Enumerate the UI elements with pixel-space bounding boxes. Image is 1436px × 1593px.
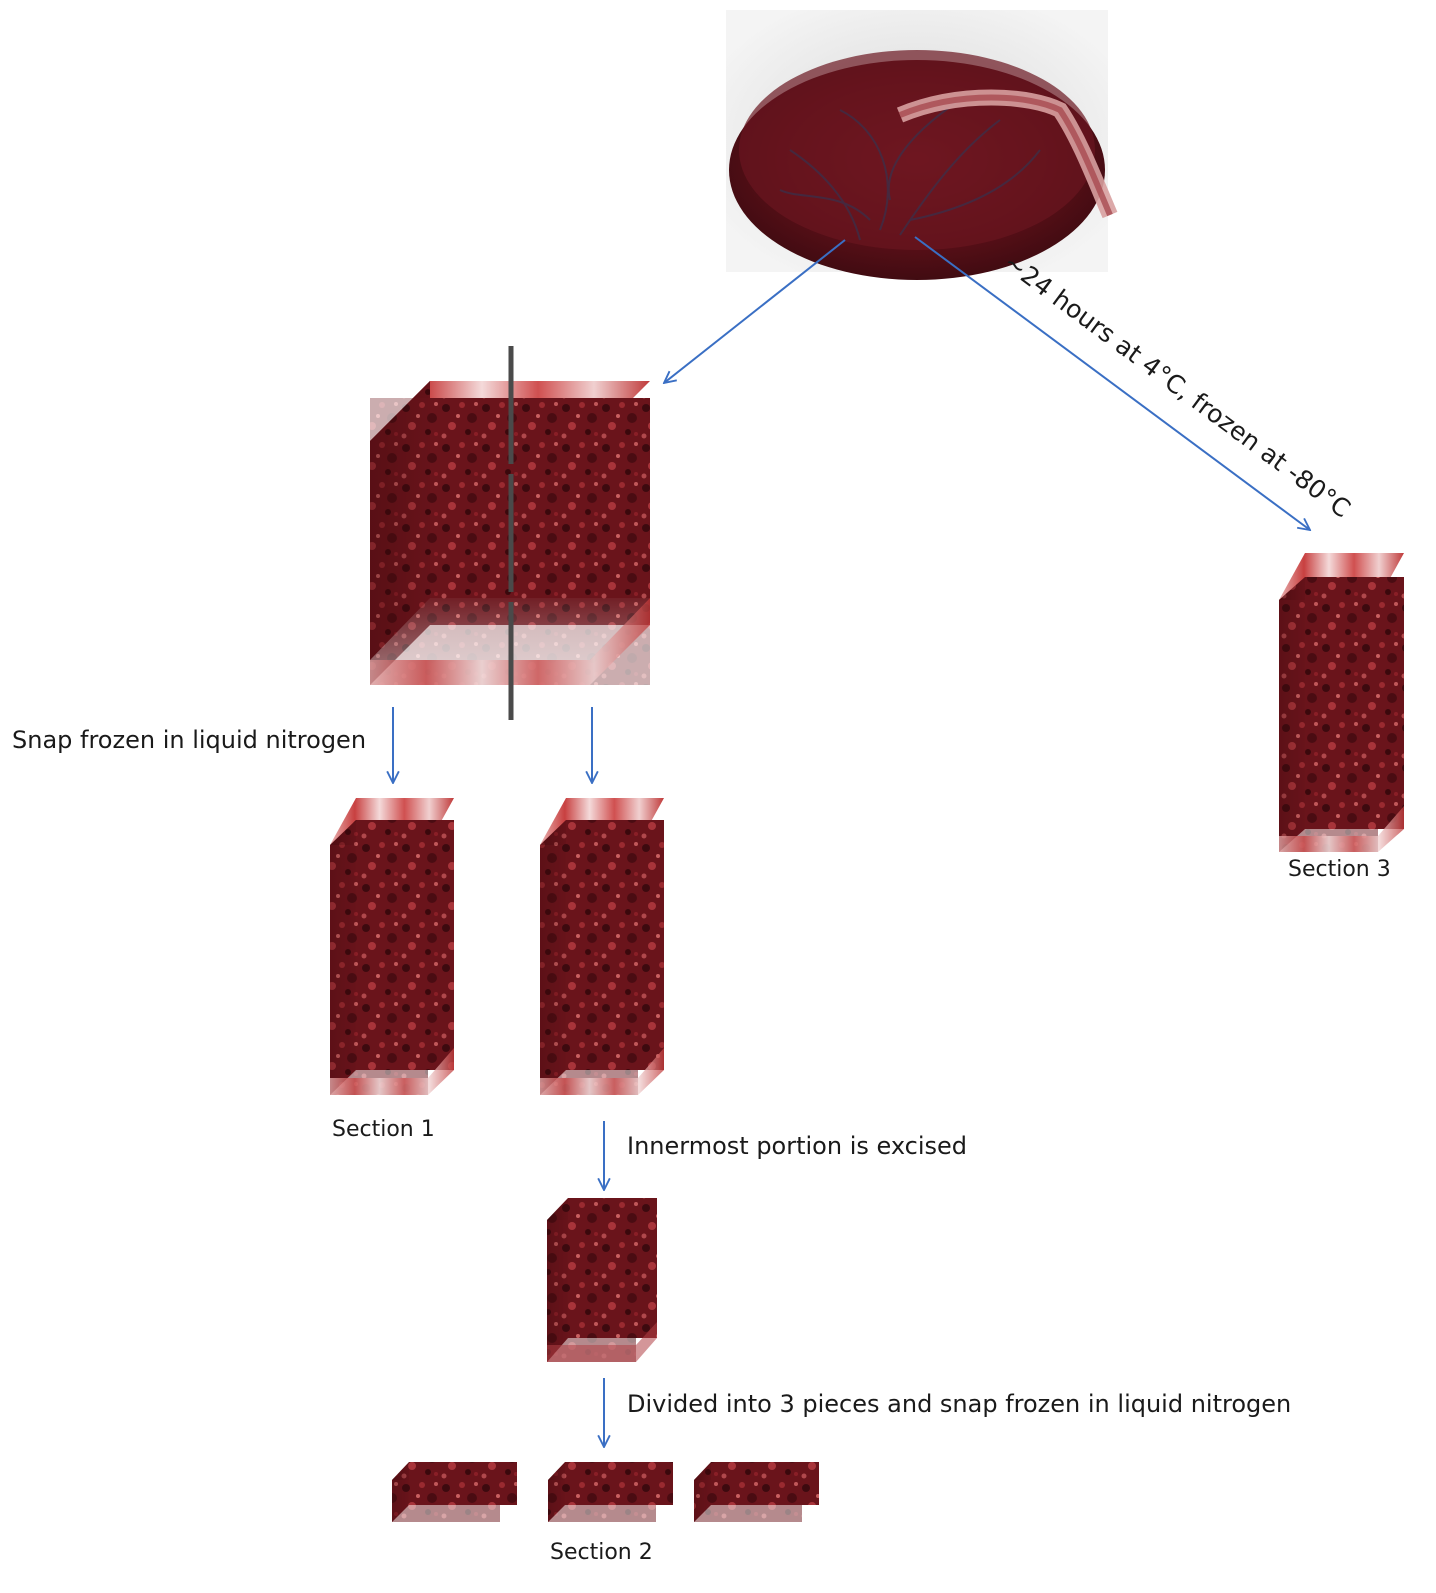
piece-1 (392, 1462, 517, 1522)
piece-3 (694, 1462, 819, 1522)
label-divide: Divided into 3 pieces and snap frozen in… (627, 1390, 1291, 1418)
label-section-2: Section 2 (550, 1540, 653, 1565)
label-excise: Innermost portion is excised (627, 1132, 967, 1160)
section-1-block (330, 798, 454, 1095)
section-2-parent-block (540, 798, 664, 1095)
label-section-1: Section 1 (332, 1117, 435, 1142)
excised-block (547, 1198, 657, 1362)
label-snap-frozen: Snap frozen in liquid nitrogen (12, 726, 366, 754)
label-section-3: Section 3 (1288, 857, 1391, 882)
piece-2 (548, 1462, 673, 1522)
arrow-to-section-3 (915, 237, 1310, 530)
section-3-block (1279, 553, 1404, 852)
label-cold-storage: ~24 hours at 4°C, frozen at -80°C (998, 248, 1355, 524)
